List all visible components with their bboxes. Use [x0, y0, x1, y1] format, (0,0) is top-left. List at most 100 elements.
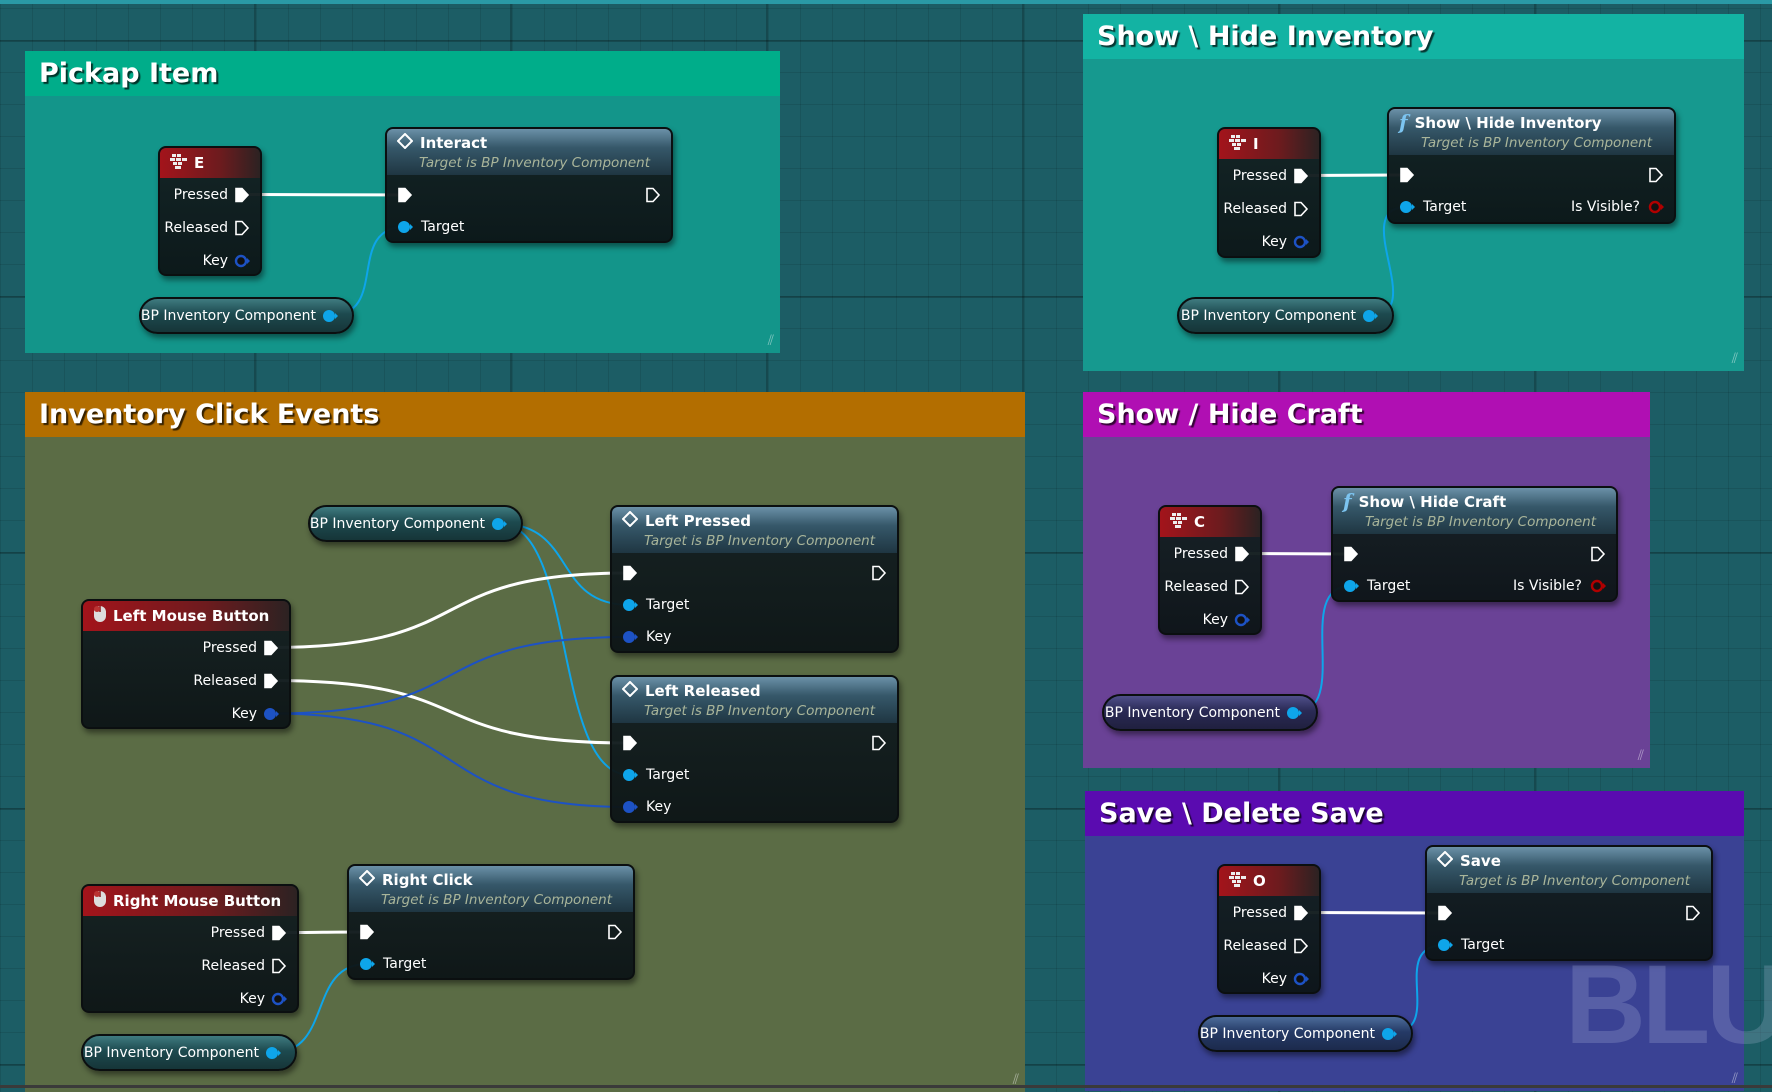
key-key-pin[interactable]: [263, 706, 279, 722]
resize-handle-icon[interactable]: ⫽: [1637, 748, 1644, 764]
pin-label: Target: [421, 219, 465, 235]
comment-title[interactable]: Save \ Delete Save: [1085, 791, 1744, 836]
pin-row-pressed: Pressed: [83, 916, 297, 949]
node-title-row: Save: [1436, 850, 1711, 871]
exec-output-pin[interactable]: [1648, 167, 1664, 183]
object-output-pin[interactable]: [1362, 308, 1378, 324]
key-key-pin[interactable]: [1293, 234, 1309, 250]
variable-label: BP Inventory Component: [309, 515, 485, 532]
keyboard-icon: [1170, 512, 1188, 532]
node-subtitle: Target is BP Inventory Component: [644, 533, 876, 549]
released-exec-pin[interactable]: [1293, 201, 1309, 217]
exec-input-pin[interactable]: [1437, 905, 1453, 921]
pin-row-released: Released: [1160, 570, 1260, 603]
exec-input-pin[interactable]: [1343, 546, 1359, 562]
object-output-pin[interactable]: [1381, 1026, 1397, 1042]
pressed-exec-pin[interactable]: [1293, 905, 1309, 921]
object-output-pin[interactable]: [265, 1045, 281, 1061]
blueprint-watermark: BLUE: [1565, 942, 1772, 1067]
comment-title[interactable]: Show \ Hide Inventory: [1083, 14, 1744, 59]
pressed-exec-pin[interactable]: [1234, 546, 1250, 562]
exec-input-pin[interactable]: [622, 565, 638, 581]
variable-node-bp-inventory-component[interactable]: BP Inventory Component: [308, 505, 523, 542]
pin-label: Key: [646, 629, 672, 645]
pin-label: Pressed: [1173, 545, 1228, 562]
pin-label: Target: [646, 767, 690, 783]
variable-node-bp-inventory-component[interactable]: BP Inventory Component: [1177, 297, 1394, 334]
comment-title[interactable]: Inventory Click Events: [25, 392, 1025, 437]
target-input-pin[interactable]: [1343, 578, 1359, 594]
released-exec-pin[interactable]: [234, 220, 250, 236]
is-visible-output-pin[interactable]: [1648, 199, 1664, 215]
comment-title[interactable]: Show / Hide Craft: [1083, 392, 1650, 437]
target-input-pin[interactable]: [1437, 937, 1453, 953]
pin-row-key: Key: [1219, 225, 1319, 256]
released-exec-pin[interactable]: [1234, 579, 1250, 595]
key-input-pin[interactable]: [622, 799, 638, 815]
target-input-pin[interactable]: [397, 219, 413, 235]
resize-handle-icon[interactable]: ⫽: [767, 333, 774, 349]
resize-handle-icon[interactable]: ⫽: [1731, 351, 1738, 367]
exec-output-pin[interactable]: [871, 565, 887, 581]
is-visible-output-pin[interactable]: [1590, 578, 1606, 594]
target-input-pin[interactable]: [359, 956, 375, 972]
node-title: C: [1194, 513, 1206, 531]
released-exec-pin[interactable]: [1293, 938, 1309, 954]
pin-row-key: Key: [160, 244, 260, 274]
variable-node-bp-inventory-component[interactable]: BP Inventory Component: [1198, 1015, 1413, 1052]
key-input-pin[interactable]: [622, 629, 638, 645]
resize-handle-icon[interactable]: ⫽: [1731, 1071, 1738, 1087]
variable-node-bp-inventory-component[interactable]: BP Inventory Component: [81, 1034, 297, 1071]
node-title: Left Pressed: [645, 512, 751, 530]
pin-label: Released: [1164, 578, 1228, 595]
event-diamond-icon: [396, 132, 414, 153]
exec-output-pin[interactable]: [607, 924, 623, 940]
exec-output-pin[interactable]: [871, 735, 887, 751]
object-output-pin[interactable]: [322, 308, 338, 324]
exec-input-pin[interactable]: [397, 187, 413, 203]
exec-input-pin[interactable]: [1399, 167, 1415, 183]
exec-input-pin[interactable]: [622, 735, 638, 751]
pin-label: Released: [1223, 937, 1287, 954]
target-input-pin[interactable]: [1399, 199, 1415, 215]
node-header: Left Mouse Button: [83, 601, 289, 631]
exec-output-pin[interactable]: [645, 187, 661, 203]
resize-handle-icon[interactable]: ⫽: [1012, 1072, 1019, 1088]
exec-output-pin[interactable]: [1590, 546, 1606, 562]
pressed-exec-pin[interactable]: [234, 187, 250, 203]
node-subtitle: Target is BP Inventory Component: [1421, 135, 1653, 151]
exec-input-pin[interactable]: [359, 924, 375, 940]
released-exec-pin[interactable]: [271, 958, 287, 974]
pressed-exec-pin[interactable]: [263, 640, 279, 656]
exec-output-pin[interactable]: [1685, 905, 1701, 921]
pressed-exec-pin[interactable]: [1293, 168, 1309, 184]
released-exec-pin[interactable]: [263, 673, 279, 689]
object-output-pin[interactable]: [491, 516, 507, 532]
key-key-pin[interactable]: [234, 253, 250, 269]
variable-node-bp-inventory-component[interactable]: BP Inventory Component: [139, 297, 354, 334]
key-key-pin[interactable]: [1234, 612, 1250, 628]
node-title: Interact: [420, 134, 488, 152]
object-output-pin[interactable]: [1286, 705, 1302, 721]
pressed-exec-pin[interactable]: [271, 925, 287, 941]
target-input-pin[interactable]: [622, 597, 638, 613]
variable-node-bp-inventory-component[interactable]: BP Inventory Component: [1102, 694, 1318, 731]
key-key-pin[interactable]: [271, 991, 287, 1007]
target-input-pin[interactable]: [622, 767, 638, 783]
comment-title[interactable]: Pickap Item: [25, 51, 780, 96]
key-key-pin[interactable]: [1293, 971, 1309, 987]
